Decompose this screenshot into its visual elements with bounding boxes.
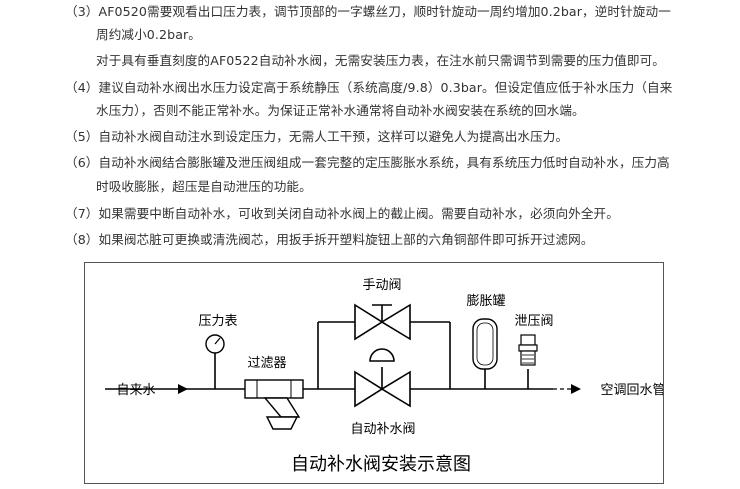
outlet-label: 空调回水管 (600, 383, 663, 398)
relief-valve-icon (518, 334, 538, 366)
manual-valve-label: 手动阀 (362, 278, 401, 293)
inlet-arrow-icon (178, 384, 188, 394)
pressure-gauge-icon (205, 334, 225, 354)
instruction-line-6a: （6）自动补水阀结合膨胀罐及泄压阀组成一套完整的定压膨胀水系统，具有系统压力低时… (65, 155, 670, 170)
filter-label: 过滤器 (247, 356, 286, 371)
instruction-line-6b: 时吸收膨胀，超压是自动泄压的功能。 (96, 179, 312, 194)
instruction-line-7: （7）如果需要中断自动补水，可收到关闭自动补水阀上的截止阀。需要自动补水，必须向… (65, 206, 619, 221)
pipe-network (105, 305, 553, 390)
instruction-line-3a: （3）AF0520需要观看出口压力表，调节顶部的一字螺丝刀，顺时针旋动一周约增加… (65, 4, 671, 19)
inlet-label: 自来水 (116, 383, 155, 398)
instruction-line-8: （8）如果阀芯脏可更换或清洗阀芯，用扳手拆开塑料旋钮上部的六角铜部件即可拆开过滤… (65, 232, 594, 247)
manual-valve-icon (354, 303, 411, 341)
instruction-line-4a: （4）建议自动补水阀出水压力设定高于系统静压（系统高度/9.8）0.3bar。但… (65, 80, 673, 95)
filter-icon (244, 379, 304, 430)
instruction-line-5: （5）自动补水阀自动注水到设定压力，无需人工干预，这样可以避免人为提高出水压力。 (65, 129, 569, 144)
diagram-svg: 手动阀 压力表 膨胀罐 泄压阀 过滤器 自来水 空调回水管 自动补水阀 自动补水… (105, 278, 666, 475)
auto-fill-valve-label: 自动补水阀 (350, 422, 415, 437)
instruction-line-note: 对于具有垂直刻度的AF0522自动补水阀，无需安装压力表，在注水前只需调节到需要… (96, 53, 665, 68)
diagram-title: 自动补水阀安装示意图 (291, 454, 471, 475)
instruction-line-3b: 周约减小0.2bar。 (96, 27, 201, 42)
expansion-tank-icon (472, 318, 498, 370)
auto-fill-valve-icon (354, 348, 411, 408)
pressure-gauge-label: 压力表 (198, 314, 237, 329)
outlet-arrow-icon (553, 384, 581, 394)
instruction-line-4b: 水压力），否则不能正常补水。为保证正常补水通常将自动补水阀安装在系统的回水端。 (96, 103, 585, 118)
relief-valve-label: 泄压阀 (514, 314, 553, 329)
expansion-tank-label: 膨胀罐 (466, 294, 505, 309)
installation-diagram: 手动阀 压力表 膨胀罐 泄压阀 过滤器 自来水 空调回水管 自动补水阀 自动补水… (84, 262, 666, 484)
